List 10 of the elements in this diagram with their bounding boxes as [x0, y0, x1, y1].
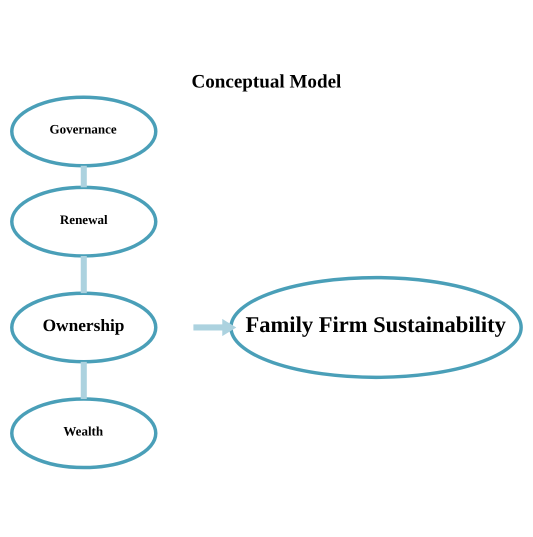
- arrow: [193, 318, 236, 336]
- connector: [80, 256, 87, 294]
- diagram-title: Conceptual Model: [191, 71, 342, 92]
- connector: [80, 166, 87, 188]
- node-ellipse: Governance: [10, 95, 158, 168]
- node-ellipse: Ownership: [10, 291, 158, 364]
- node-ellipse: Renewal: [10, 186, 158, 258]
- node-ellipse: Family Firm Sustainability: [229, 276, 523, 380]
- connector: [80, 362, 87, 399]
- node-ellipse: Wealth: [10, 397, 158, 470]
